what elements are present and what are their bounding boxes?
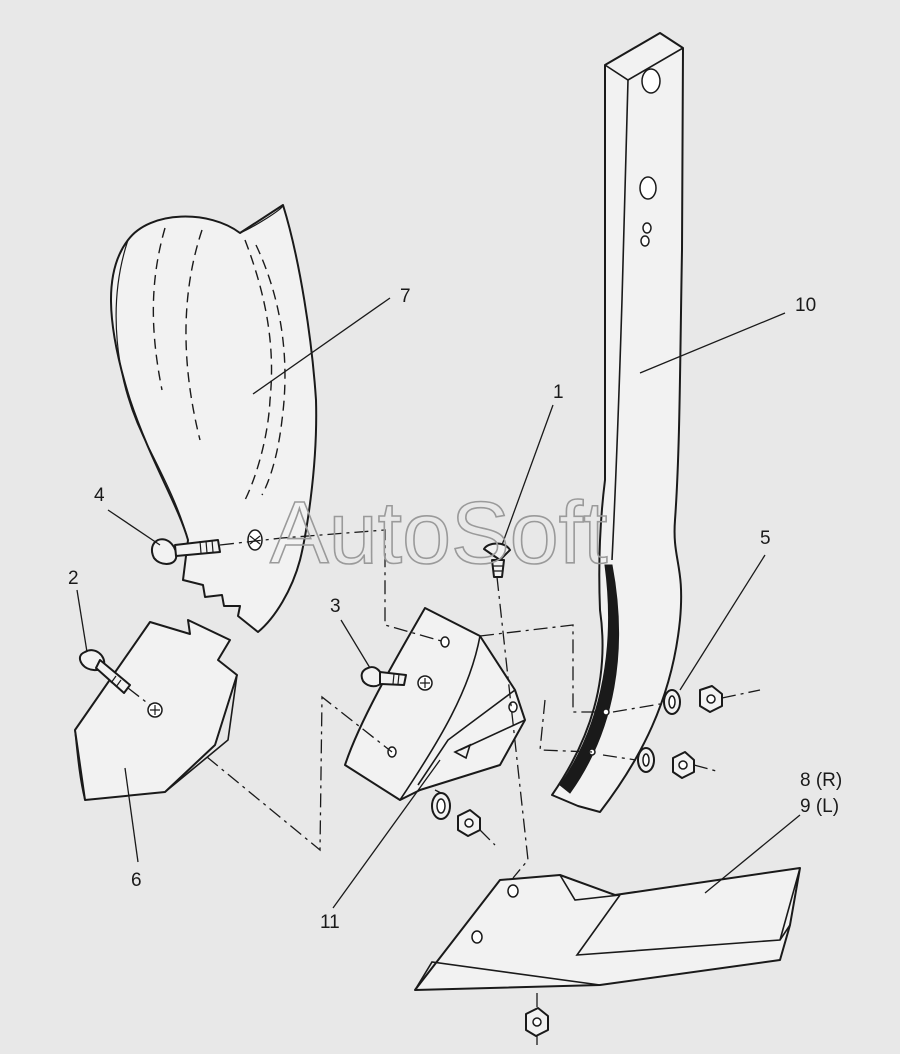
- shank-mount-hole-2: [639, 176, 657, 200]
- shank-wear-strip: [559, 564, 620, 794]
- share-bolt-hole-1: [507, 884, 519, 898]
- leader-lines: [76, 297, 801, 909]
- callout-7: 7: [400, 286, 411, 307]
- share-bolt-hole-2: [471, 930, 483, 944]
- callout-4: 4: [94, 485, 105, 506]
- callout-5: 5: [760, 528, 771, 549]
- shank-small-hole-2: [640, 235, 650, 247]
- callout-6: 6: [131, 870, 142, 891]
- wear-plate-part-6: [74, 619, 238, 801]
- point-share-part-8-9: [414, 867, 801, 991]
- carriage-bolt-part-4: [150, 538, 221, 565]
- bracket-square-hole: [453, 743, 472, 760]
- callout-labels: 7 10 1 4 2 3 5 6 11 8 (R) 9 (L): [68, 286, 842, 933]
- bracket-part-11: [344, 607, 526, 801]
- callout-1: 1: [553, 382, 564, 403]
- bracket-hole-3: [508, 701, 518, 713]
- carriage-bolt-part-2: [78, 649, 131, 694]
- moldboard-part-7: [110, 204, 318, 633]
- shank-bolt-hole-1: [602, 708, 610, 716]
- callout-3: 3: [330, 596, 341, 617]
- shank-small-hole-1: [642, 222, 652, 234]
- callout-8: 8 (R): [800, 770, 842, 791]
- assembly-center-lines: [127, 529, 761, 1045]
- washers-nuts-part-5: [431, 685, 723, 1037]
- callout-10: 10: [795, 295, 816, 316]
- carriage-bolt-part-3: [360, 666, 433, 691]
- bracket-hole-1: [440, 636, 450, 648]
- shank-mount-hole-1: [641, 68, 661, 94]
- callout-11: 11: [320, 912, 340, 933]
- watermark: AutoSoft: [270, 483, 608, 582]
- countersunk-bolt-part-1: [483, 542, 511, 578]
- shank-part-10: [551, 32, 684, 813]
- callout-9: 9 (L): [800, 796, 839, 817]
- callout-2: 2: [68, 568, 79, 589]
